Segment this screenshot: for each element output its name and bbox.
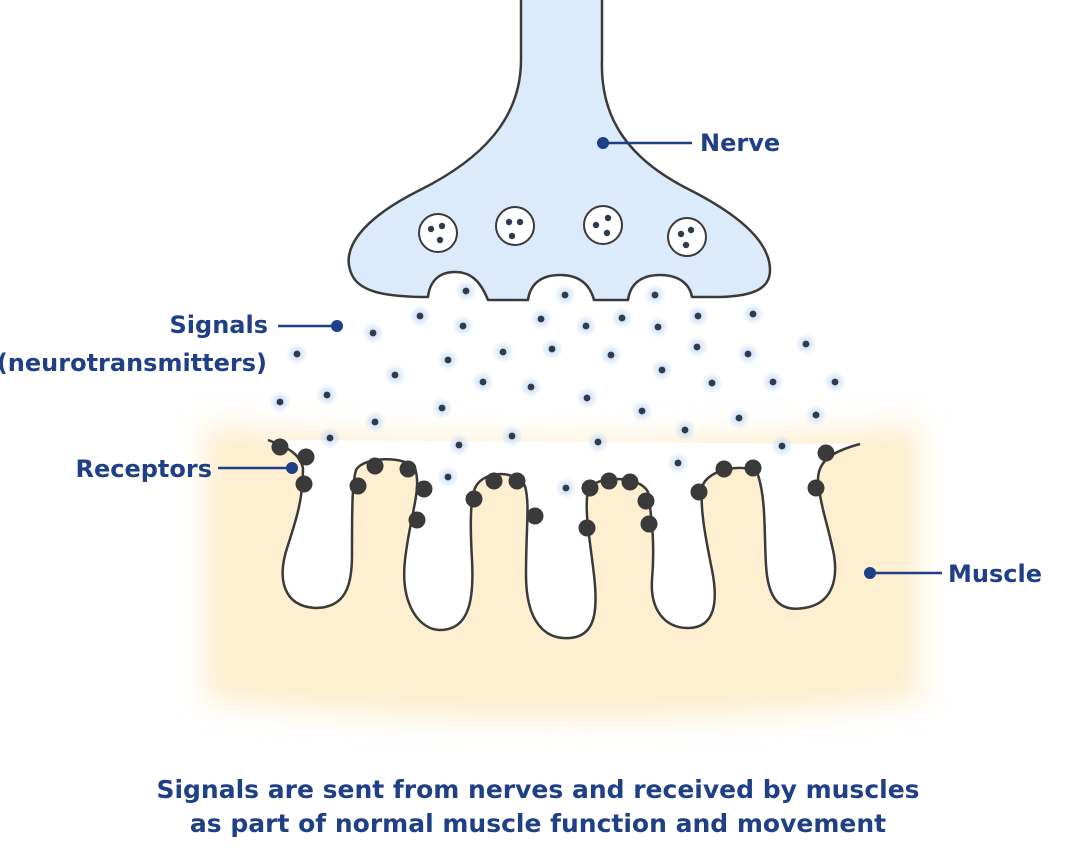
neurotransmitter <box>472 371 494 393</box>
neurotransmitter <box>644 284 666 306</box>
neurotransmitter <box>762 371 784 393</box>
neurotransmitter <box>686 336 708 358</box>
receptor <box>400 461 417 478</box>
neurotransmitter <box>647 316 669 338</box>
vesicle <box>419 214 457 252</box>
receptor <box>818 445 835 462</box>
neurotransmitter <box>448 434 470 456</box>
neurotransmitter <box>431 397 453 419</box>
receptor <box>716 461 733 478</box>
receptor <box>601 473 618 490</box>
neurotransmitter <box>554 284 576 306</box>
receptor <box>298 449 315 466</box>
receptor <box>272 439 289 456</box>
neurotransmitter <box>409 305 431 327</box>
neurotransmitter <box>362 322 384 344</box>
receptors-anchor-dot <box>286 462 298 474</box>
signals-label: Signals <box>170 311 268 339</box>
neurotransmitter <box>530 308 552 330</box>
neurotransmitter <box>437 466 459 488</box>
neurotransmitter <box>824 371 846 393</box>
receptor <box>466 491 483 508</box>
receptor <box>367 458 384 475</box>
nerve-anchor-dot <box>597 137 609 149</box>
neurotransmitter <box>795 333 817 355</box>
neurotransmitter <box>742 303 764 325</box>
receptor <box>409 512 426 529</box>
neurotransmitter <box>364 411 386 433</box>
receptor <box>582 480 599 497</box>
vesicle <box>584 206 622 244</box>
neurotransmitter <box>728 407 750 429</box>
muscle-anchor-dot <box>864 567 876 579</box>
neurotransmitter <box>286 343 308 365</box>
nerve-label: Nerve <box>700 129 780 157</box>
neurotransmitter <box>600 344 622 366</box>
neurotransmitter <box>452 315 474 337</box>
neurotransmitter <box>667 452 689 474</box>
neurotransmitter <box>805 404 827 426</box>
receptor <box>296 476 313 493</box>
neurotransmitter <box>631 400 653 422</box>
neurotransmitter <box>316 384 338 406</box>
neurotransmitter <box>575 315 597 337</box>
caption-line-2: as part of normal muscle function and mo… <box>0 807 1076 841</box>
neurotransmitter <box>576 387 598 409</box>
neurotransmitters-label: (neurotransmitters) <box>0 349 267 377</box>
receptor <box>691 484 708 501</box>
caption-line-1: Signals are sent from nerves and receive… <box>0 773 1076 807</box>
neurotransmitter <box>737 343 759 365</box>
receptor <box>638 493 655 510</box>
neurotransmitter <box>501 425 523 447</box>
neurotransmitter <box>455 280 477 302</box>
neurotransmitter <box>771 435 793 457</box>
neurotransmitter <box>269 391 291 413</box>
neurotransmitter <box>319 427 341 449</box>
neurotransmitter <box>437 349 459 371</box>
receptor <box>579 520 596 537</box>
neurotransmitter <box>587 431 609 453</box>
vesicle <box>496 207 534 245</box>
muscle-label: Muscle <box>948 560 1042 588</box>
receptor <box>350 478 367 495</box>
receptor <box>808 480 825 497</box>
neurotransmitter <box>651 359 673 381</box>
neurotransmitter <box>492 341 514 363</box>
vesicle <box>668 218 706 256</box>
neurotransmitter <box>687 305 709 327</box>
neurotransmitter <box>701 372 723 394</box>
receptor <box>527 508 544 525</box>
receptors-label: Receptors <box>75 455 212 483</box>
receptor <box>509 473 526 490</box>
neurotransmitter <box>541 338 563 360</box>
neurotransmitter <box>674 419 696 441</box>
receptor <box>416 481 433 498</box>
receptor <box>745 460 762 477</box>
receptor <box>622 474 639 491</box>
signals-anchor-dot <box>331 320 343 332</box>
neurotransmitter <box>611 307 633 329</box>
neurotransmitter <box>520 376 542 398</box>
neurotransmitter <box>555 477 577 499</box>
receptor <box>641 516 658 533</box>
neurotransmitter <box>384 364 406 386</box>
receptor <box>486 473 503 490</box>
